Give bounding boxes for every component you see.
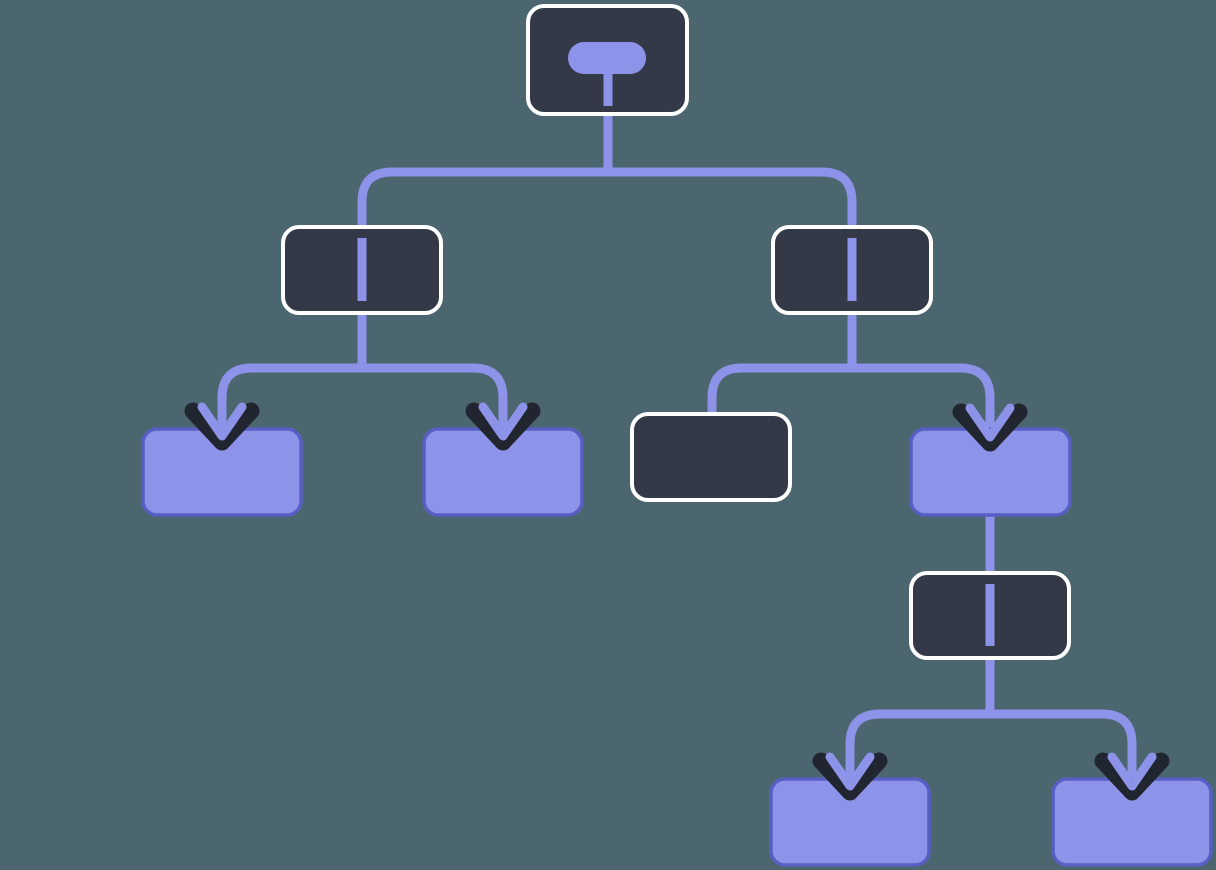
arrow-down-icon <box>952 403 1028 452</box>
arrow-down-icon <box>812 752 888 801</box>
arrow-down-icon <box>1094 752 1170 801</box>
connector-level1-split <box>357 167 857 228</box>
arrow-down-icon <box>465 402 541 451</box>
arrow-head-chevron <box>197 402 247 441</box>
arrow-head-chevron <box>825 752 875 791</box>
passthrough-line-icon <box>847 238 857 301</box>
arrow-badge-chevron <box>465 402 541 451</box>
node-leaf-dark-body[interactable] <box>630 412 792 502</box>
arrow-head-chevron <box>965 403 1015 442</box>
node-branch-left[interactable] <box>281 225 443 315</box>
passthrough-line-icon <box>985 584 995 646</box>
node-root[interactable] <box>526 4 689 116</box>
arrow-head-chevron <box>1107 752 1157 791</box>
pill-stem-icon <box>603 70 613 106</box>
passthrough-line-icon <box>357 238 367 301</box>
node-branch-right[interactable] <box>771 225 933 315</box>
pill-icon <box>568 42 646 74</box>
connector-right-split <box>707 363 995 431</box>
node-branch-bottom[interactable] <box>909 571 1071 660</box>
connector-bottom-split <box>845 709 1137 781</box>
arrow-badge-chevron <box>812 752 888 801</box>
arrow-badge-chevron <box>952 403 1028 452</box>
connector-left-split <box>217 363 508 431</box>
node-leaf-dark[interactable] <box>630 412 792 502</box>
arrow-badge-chevron <box>1094 752 1170 801</box>
arrow-badge-chevron <box>184 402 260 451</box>
arrow-down-icon <box>184 402 260 451</box>
arrow-head-chevron <box>478 402 528 441</box>
